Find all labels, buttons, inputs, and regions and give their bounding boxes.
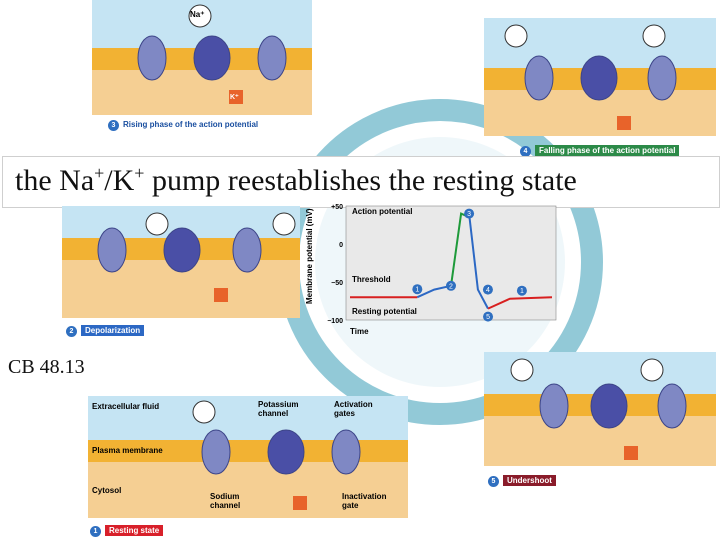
y-tick-label: −50 xyxy=(331,280,343,287)
phase-marker xyxy=(482,284,493,295)
label-extracellular-fluid: Extracellular fluid xyxy=(92,402,160,411)
panel-label-rising: 3 Rising phase of the action potential xyxy=(108,120,258,131)
panel-undershoot xyxy=(484,352,716,466)
panel-resting-state xyxy=(88,396,408,518)
annotation-action-potential: Action potential xyxy=(352,207,412,216)
recovery-segment xyxy=(487,296,553,310)
panel-rising-phase xyxy=(92,0,312,115)
caption-sup-na: + xyxy=(94,163,105,183)
phase-number: 2 xyxy=(66,326,77,337)
na-ion-label: Na⁺ xyxy=(190,10,205,19)
membrane-potential-chart: +50 0 −50 −100 1 2 3 4 5 1 Membrane potential (m… xyxy=(305,204,557,336)
falling-segment xyxy=(468,217,489,310)
phase-label: Undershoot xyxy=(503,475,556,486)
x-axis-label: Time xyxy=(350,327,369,336)
phase-label: Rising phase of the action potential xyxy=(123,120,259,129)
panel-label-undershoot: 5 Undershoot xyxy=(488,475,556,487)
phase-marker xyxy=(516,285,527,296)
phase-marker-label: 1 xyxy=(415,287,419,294)
y-tick-label: 0 xyxy=(339,242,343,249)
phase-number: 5 xyxy=(488,476,499,487)
caption-prefix: the Na xyxy=(15,164,95,197)
phase-marker xyxy=(483,311,494,322)
label-cytosol: Cytosol xyxy=(92,486,122,495)
phase-number: 1 xyxy=(90,526,101,537)
caption-suffix: pump reestablishes the resting state xyxy=(144,164,577,197)
chart-plot-area xyxy=(345,205,557,321)
panel-falling-phase xyxy=(484,18,716,136)
phase-number: 4 xyxy=(520,146,531,157)
y-tick-label: −100 xyxy=(327,318,343,325)
caption-banner: the Na+/K+ pump reestablishes the restin… xyxy=(2,156,720,208)
label-potassium-channel: Potassium channel xyxy=(258,400,299,418)
phase-marker-label: 5 xyxy=(486,314,490,321)
phase-label: Resting state xyxy=(105,525,164,536)
phase-marker xyxy=(464,208,475,219)
depolarization-segment xyxy=(416,284,452,299)
label-inactivation-gate: Inactivation gate xyxy=(342,492,387,510)
panel-label-depolarization: 2 Depolarization xyxy=(66,325,145,337)
label-plasma-membrane: Plasma membrane xyxy=(92,446,163,455)
annotation-resting-potential: Resting potential xyxy=(352,307,417,316)
phase-number: 3 xyxy=(108,120,119,131)
phase-marker-label: 1 xyxy=(520,288,524,295)
phase-marker-label: 3 xyxy=(467,211,471,218)
figure-reference: CB 48.13 xyxy=(8,356,85,378)
label-activation-gates: Activation gates xyxy=(334,400,373,418)
panel-depolarization xyxy=(62,206,300,318)
label-sodium-channel: Sodium channel xyxy=(210,492,241,510)
panel-label-falling: 4 Falling phase of the action potential xyxy=(520,145,680,157)
phase-marker xyxy=(412,284,423,295)
phase-marker-label: 4 xyxy=(486,287,490,294)
caption-middle: /K xyxy=(104,164,135,197)
y-tick-label: +50 xyxy=(331,204,343,211)
panel-label-resting: 1 Resting state xyxy=(90,525,164,537)
phase-marker xyxy=(446,280,456,291)
y-axis-label: Membrane potential (mV) xyxy=(305,208,314,304)
annotation-threshold: Threshold xyxy=(352,275,391,284)
phase-marker-label: 2 xyxy=(449,283,453,290)
phase-label: Falling phase of the action potential xyxy=(535,145,680,156)
k-ion-label: K⁺ xyxy=(230,94,239,101)
phase-label: Depolarization xyxy=(81,325,145,336)
caption-sup-k: + xyxy=(134,163,145,183)
